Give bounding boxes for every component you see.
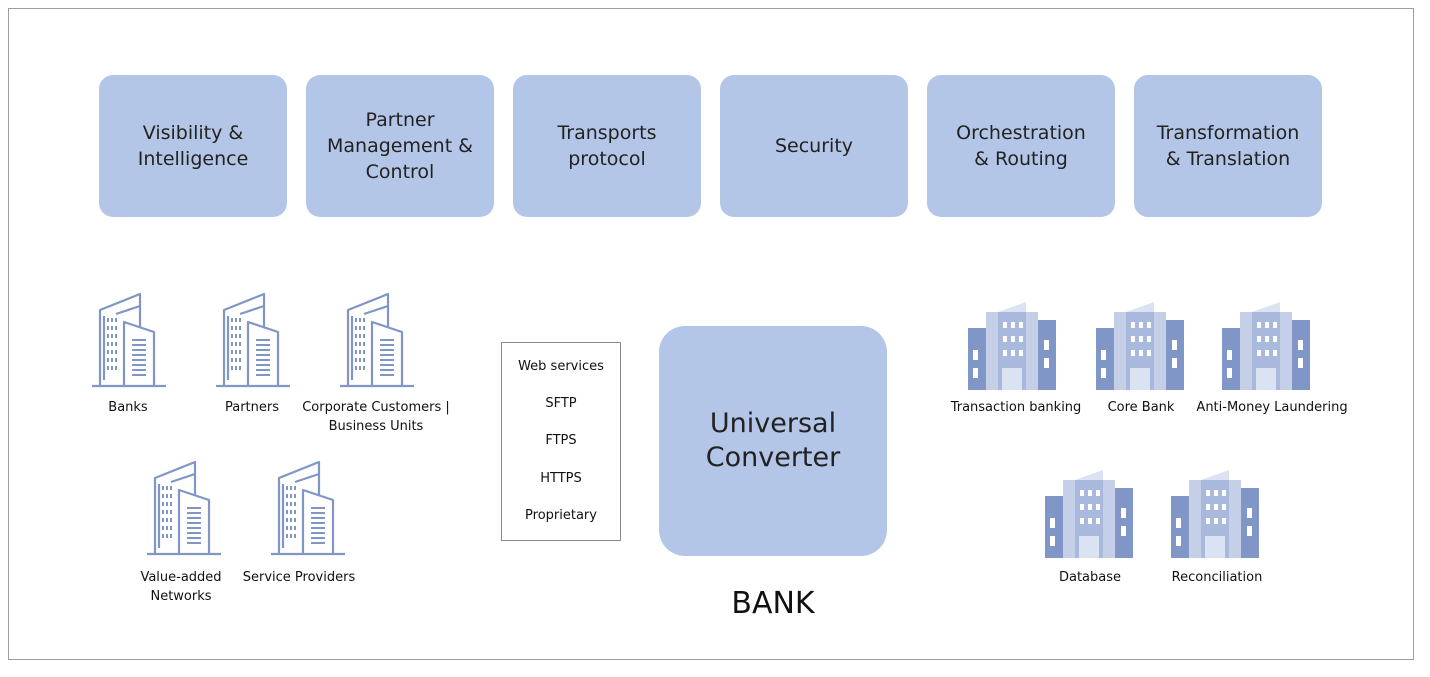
core-bank-building-icon — [1096, 300, 1186, 390]
transaction-banking-building-icon — [968, 300, 1058, 390]
capability-partner-mgmt: Partner Management & Control — [306, 75, 494, 217]
partners-building-icon — [206, 292, 298, 388]
label-partners: Partners — [224, 400, 280, 415]
protocol-item: SFTP — [545, 396, 577, 411]
capability-transformation: Transformation & Translation — [1134, 75, 1322, 217]
capability-orchestration: Orchestration & Routing — [927, 75, 1115, 217]
protocol-item: Web services — [518, 359, 604, 374]
universal-converter-box: Universal Converter — [659, 326, 887, 556]
database-building-icon — [1045, 468, 1135, 558]
label-corporate: Corporate Customers | Business Units — [302, 400, 450, 434]
bank-label: BANK — [731, 586, 815, 621]
label-database: Database — [1058, 570, 1122, 585]
corporate-building-icon — [330, 292, 422, 388]
service-providers-building-icon — [261, 460, 353, 556]
label-core-bank: Core Bank — [1107, 400, 1175, 415]
protocols-box: Web services SFTP FTPS HTTPS Proprietary — [501, 342, 621, 541]
protocol-item: HTTPS — [540, 471, 582, 486]
protocol-item: FTPS — [545, 433, 577, 448]
van-building-icon — [137, 460, 229, 556]
label-aml: Anti-Money Laundering — [1196, 400, 1348, 415]
label-banks: Banks — [108, 400, 148, 415]
aml-building-icon — [1222, 300, 1312, 390]
banks-building-icon — [82, 292, 174, 388]
label-van: Value-added Networks — [140, 570, 222, 604]
capability-security: Security — [720, 75, 908, 217]
diagram-frame — [8, 8, 1414, 660]
label-service-providers: Service Providers — [242, 570, 356, 585]
protocol-item: Proprietary — [525, 508, 597, 523]
capability-transports: Transports protocol — [513, 75, 701, 217]
label-transaction-banking: Transaction banking — [950, 400, 1082, 415]
reconciliation-building-icon — [1171, 468, 1261, 558]
capability-visibility: Visibility & Intelligence — [99, 75, 287, 217]
label-reconciliation: Reconciliation — [1171, 570, 1263, 585]
